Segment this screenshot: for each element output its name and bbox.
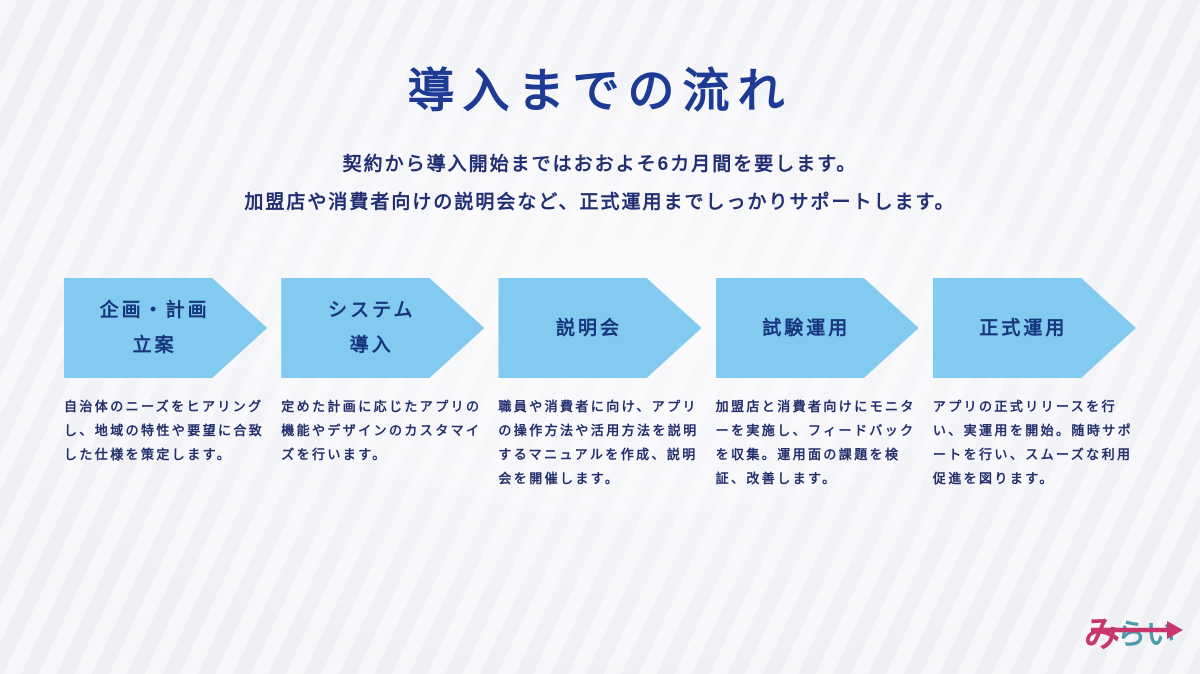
subtitle: 契約から導入開始まではおおよそ6カ月間を要します。 加盟店や消費者向けの説明会な… — [0, 146, 1200, 222]
step-label: システム 導入 — [328, 300, 416, 356]
brand-logo-graphic: み らい — [1084, 613, 1183, 654]
step-label: 試験運用 — [762, 317, 851, 339]
step-label: 正式運用 — [979, 317, 1068, 339]
step-arrow: 正式運用 — [932, 278, 1137, 378]
step-description: 自治体のニーズをヒアリング し、地域の特性や要望に合致 した仕様を策定します。 — [64, 399, 265, 462]
logo-text-rai: らい — [1117, 619, 1175, 651]
step-description: アプリの正式リリースを行 い、実運用を開始。随時サポ ートを行い、スムーズな利用… — [932, 399, 1134, 486]
step-arrow: システム 導入 — [281, 278, 485, 378]
step-label: 説明会 — [556, 317, 623, 339]
step-arrow: 説明会 — [498, 278, 702, 378]
subtitle-line-1: 契約から導入開始まではおおよそ6カ月間を要します。 — [342, 154, 858, 175]
step-description: 定めた計画に応じたアプリの 機能やデザインのカスタマイ ズを行います。 — [281, 399, 482, 462]
step-planning: 企画・計画 立案 自治体のニーズをヒアリング し、地域の特性や要望に合致 した仕… — [64, 278, 268, 491]
page-title: 導入までの流れ — [407, 64, 793, 117]
step-description: 加盟店と消費者向けにモニタ ーを実施し、フィードバック を収集。運用面の課題を検… — [715, 399, 916, 486]
step-label: 企画・計画 立案 — [99, 300, 210, 356]
step-arrow: 試験運用 — [715, 278, 919, 378]
step-briefing: 説明会 職員や消費者に向け、アプリ の操作方法や活用方法を説明 するマニュアルを… — [498, 278, 702, 491]
logo-text-mi: み — [1084, 613, 1120, 654]
brand-logo: み らい — [1084, 604, 1184, 660]
step-official-operation: 正式運用 アプリの正式リリースを行 い、実運用を開始。随時サポ ートを行い、スム… — [932, 278, 1137, 491]
process-flow: 企画・計画 立案 自治体のニーズをヒアリング し、地域の特性や要望に合致 した仕… — [64, 278, 1137, 491]
step-system-introduction: システム 導入 定めた計画に応じたアプリの 機能やデザインのカスタマイ ズを行い… — [281, 278, 485, 491]
step-description: 職員や消費者に向け、アプリ の操作方法や活用方法を説明 するマニュアルを作成、説… — [498, 399, 699, 486]
subtitle-line-2: 加盟店や消費者向けの説明会など、正式運用までしっかりサポートします。 — [244, 192, 956, 213]
step-arrow: 企画・計画 立案 — [64, 278, 268, 378]
step-trial-operation: 試験運用 加盟店と消費者向けにモニタ ーを実施し、フィードバック を収集。運用面… — [715, 278, 919, 491]
logo-arrow-icon — [1091, 621, 1183, 639]
